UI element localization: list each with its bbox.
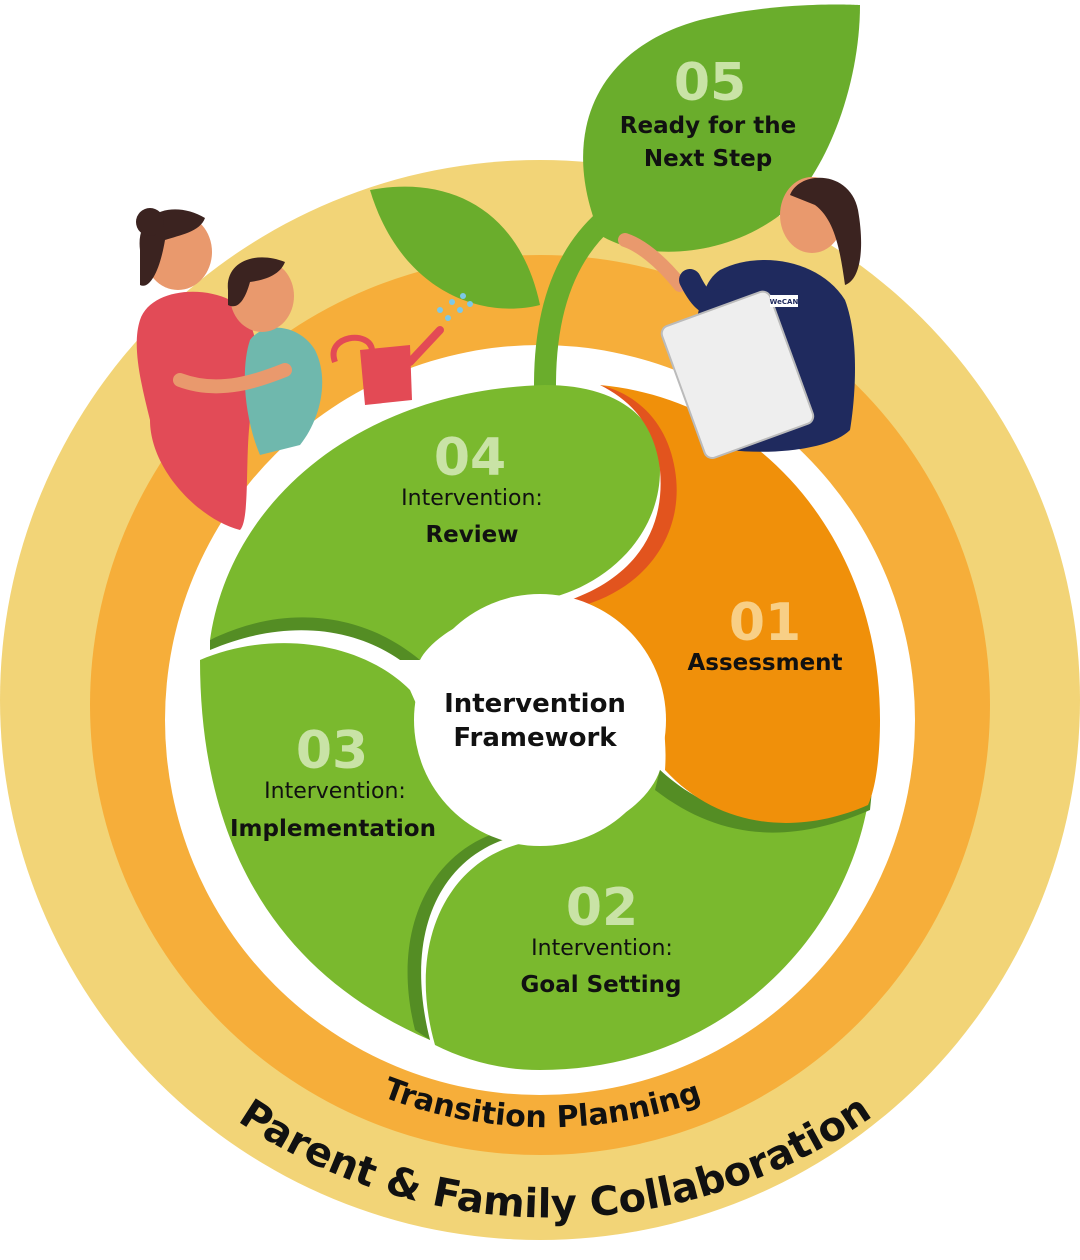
step-05-title-line1: Ready for the [620,113,796,139]
mother-hair-bun [136,208,164,236]
step-04-number: 04 [434,428,506,488]
badge-bg [770,295,798,307]
mother-arm [173,363,292,394]
child-body [244,327,323,455]
step-03-number: 03 [296,721,368,781]
segment-04-review [210,385,660,660]
step-02-number: 02 [566,878,638,938]
segment-01-accent [570,385,677,605]
plant-stem [534,209,616,396]
segment-01-assessment [580,385,880,823]
watering-can-icon [360,345,412,405]
water-drops-icon [437,293,473,321]
step-03-title: Implementation [230,816,436,842]
step-04-title: Review [425,522,518,548]
watering-can-handle [330,334,375,364]
center-title-line2: Framework [453,723,617,753]
step-01-number: 01 [729,593,801,653]
step-02-title: Goal Setting [521,972,682,998]
watering-can-spout [406,326,444,366]
child-hair [227,257,285,307]
step-05-number: 05 [674,53,746,113]
practitioner-arm [679,269,731,315]
parent-child-illustration [136,208,473,530]
step-03-subtitle: Intervention: [264,779,406,804]
clipboard-icon [660,290,815,460]
segment-03-shadow [407,830,520,1040]
step-02-subtitle: Intervention: [531,936,673,961]
badge-logo: WeCAN [770,298,799,306]
center-circle [414,594,666,846]
segment-03-implementation [200,643,520,1040]
plant-leaf-left [370,186,540,309]
step-05-title-line2: Next Step [644,146,772,172]
mother-body [136,291,258,530]
practitioner-illustration: WeCAN [618,177,862,460]
practitioner-hair [790,177,862,285]
center-title-line1: Intervention [444,689,626,719]
segment-04-shadow [210,617,420,660]
practitioner-raised-hand [618,233,687,292]
step-04-subtitle: Intervention: [401,486,543,511]
step-01-title: Assessment [687,650,842,676]
